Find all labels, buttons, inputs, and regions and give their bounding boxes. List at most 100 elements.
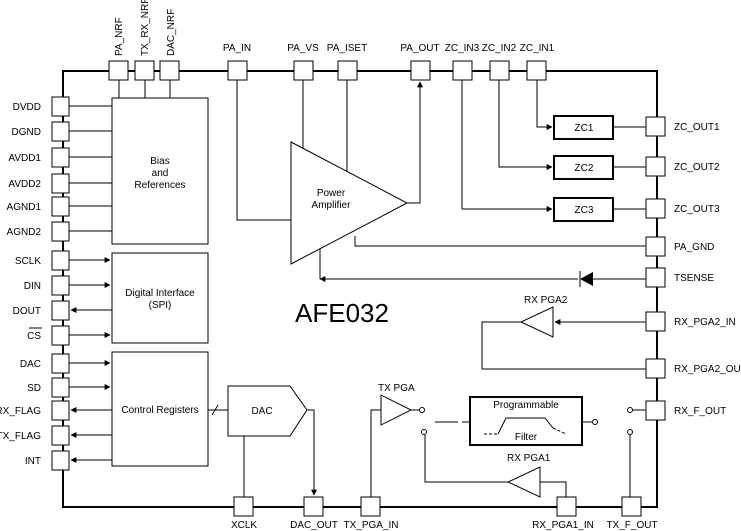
pin-label: PA_VS: [287, 43, 319, 54]
top-pin-zc-in2: ZC_IN2: [482, 43, 517, 81]
left-pin-cs: CS: [27, 325, 70, 346]
right-pin-rx-pga2-in: RX_PGA2_IN: [645, 311, 736, 332]
pin-label: CS: [27, 331, 41, 342]
left-pin-avdd1: AVDD1: [8, 147, 70, 168]
pin-label: ZC_IN3: [445, 43, 480, 54]
bottom-pins: XCLK DAC_OUT TX_PGA_IN RX_PGA1_IN TX_F_O…: [231, 496, 658, 531]
pin-label: AGND2: [7, 227, 42, 238]
block-label: Power: [317, 188, 346, 199]
top-pin-pa-vs: PA_VS: [287, 43, 319, 81]
pin-label: INT: [25, 456, 41, 467]
block-label: Filter: [515, 432, 538, 443]
zc1-block: ZC1: [553, 115, 614, 140]
top-pin-pa-nrf: PA_NRF: [108, 17, 129, 81]
right-pin-pa-gnd: PA_GND: [645, 236, 714, 257]
top-pin-pa-out: PA_OUT: [400, 43, 440, 81]
pin-label: ZC_OUT3: [674, 204, 720, 215]
block-label: Bias: [150, 156, 169, 167]
right-pin-tsense: TSENSE: [645, 267, 714, 288]
block-label: DAC: [251, 406, 272, 417]
top-pin-dac-nrf: DAC_NRF: [159, 9, 180, 81]
pin-label: PA_NRF: [114, 17, 125, 56]
pin-label: PA_ISET: [327, 43, 367, 54]
pin-label: ZC_IN1: [520, 43, 555, 54]
left-pin-din: DIN: [24, 275, 70, 296]
top-pin-zc-in1: ZC_IN1: [520, 43, 555, 81]
pin-label: DAC_OUT: [290, 520, 338, 531]
pin-label: TX_FLAG: [0, 431, 41, 442]
left-pin-dout: DOUT: [13, 300, 70, 321]
bottom-pin-tx-f-out: TX_F_OUT: [606, 496, 658, 531]
left-pin-tx-flag: TX_FLAG: [0, 425, 70, 446]
pin-label: ZC_IN2: [482, 43, 517, 54]
pin-label: RX_PGA2_IN: [674, 317, 736, 328]
pin-label: SCLK: [15, 256, 41, 267]
zc2-block: ZC2: [553, 155, 614, 180]
left-pin-avdd2: AVDD2: [8, 173, 70, 194]
spi-block: Digital Interface (SPI): [111, 252, 209, 344]
tsense-diode: [579, 271, 646, 287]
right-pin-zc-out1: ZC_OUT1: [645, 116, 720, 137]
tx-pga-label: TX PGA: [378, 383, 415, 394]
pin-label: AVDD1: [8, 153, 41, 164]
pin-label: DGND: [12, 127, 41, 138]
left-pin-sclk: SCLK: [15, 250, 70, 271]
block-label: ZC3: [575, 205, 594, 216]
block-label: Digital Interface: [125, 288, 195, 299]
pin-label: DIN: [24, 281, 41, 292]
right-pins: ZC_OUT1 ZC_OUT2 ZC_OUT3 PA_GND TSENSE RX…: [645, 116, 741, 421]
bottom-pin-tx-pga-in: TX_PGA_IN: [343, 496, 399, 531]
pin-label: TX_PGA_IN: [343, 520, 398, 531]
left-pin-dvdd: DVDD: [13, 96, 70, 117]
top-pin-pa-in: PA_IN: [223, 43, 251, 81]
bias-references-block: Bias and References: [111, 97, 209, 245]
bottom-pin-xclk: XCLK: [231, 496, 257, 531]
block-label: References: [134, 180, 185, 191]
pin-label: SD: [27, 383, 41, 394]
pin-label: DAC_NRF: [166, 9, 177, 56]
pin-label: DVDD: [13, 102, 41, 113]
left-pin-agnd2: AGND2: [7, 221, 70, 242]
left-pin-rx-flag: RX_FLAG: [0, 400, 70, 421]
pin-label: XCLK: [231, 520, 257, 531]
power-amplifier: Power Amplifier: [290, 141, 409, 265]
rx-pga1-label: RX PGA1: [507, 453, 551, 464]
pin-label: ZC_OUT1: [674, 122, 720, 133]
pin-label: DAC: [20, 359, 41, 370]
top-pin-zc-in3: ZC_IN3: [445, 43, 480, 81]
right-pin-zc-out3: ZC_OUT3: [645, 198, 720, 219]
control-registers-block: Control Registers: [111, 351, 209, 467]
programmable-filter: Programmable Filter: [469, 396, 583, 446]
pin-label: AGND1: [7, 202, 42, 213]
left-pin-int: INT: [25, 450, 70, 471]
left-pin-agnd1: AGND1: [7, 196, 70, 217]
left-pins: DVDD DGND AVDD1 AVDD2 AGND1 AGND2 SCLK D…: [0, 96, 70, 471]
block-label: Programmable: [493, 400, 559, 411]
block-label: Control Registers: [121, 405, 198, 416]
pin-label: PA_IN: [223, 43, 251, 54]
pin-label: ZC_OUT2: [674, 162, 720, 173]
block-label: and: [152, 168, 169, 179]
right-pin-rx-pga2-out: RX_PGA2_OUT: [645, 358, 741, 379]
left-pin-dgnd: DGND: [12, 121, 70, 142]
rx-pga2-label: RX PGA2: [524, 295, 568, 306]
pin-label: RX_F_OUT: [674, 406, 726, 417]
zc3-block: ZC3: [553, 197, 614, 222]
pin-label: PA_GND: [674, 242, 714, 253]
pin-label: AVDD2: [8, 179, 41, 190]
rx-pga1-amplifier: [506, 466, 541, 498]
block-label: Amplifier: [312, 200, 352, 211]
block-label: ZC2: [575, 163, 594, 174]
block-label: (SPI): [149, 300, 172, 311]
bottom-pin-rx-pga1-in: RX_PGA1_IN: [532, 496, 594, 531]
chip-name: AFE032: [295, 298, 389, 328]
bottom-pin-dac-out: DAC_OUT: [290, 496, 338, 531]
pin-label: PA_OUT: [400, 43, 439, 54]
right-pin-zc-out2: ZC_OUT2: [645, 156, 720, 177]
right-pin-rx-f-out: RX_F_OUT: [645, 400, 726, 421]
pin-label: RX_FLAG: [0, 406, 41, 417]
top-pin-pa-iset: PA_ISET: [327, 43, 367, 81]
dac-block: DAC: [227, 385, 308, 437]
pin-label: TSENSE: [674, 273, 714, 284]
